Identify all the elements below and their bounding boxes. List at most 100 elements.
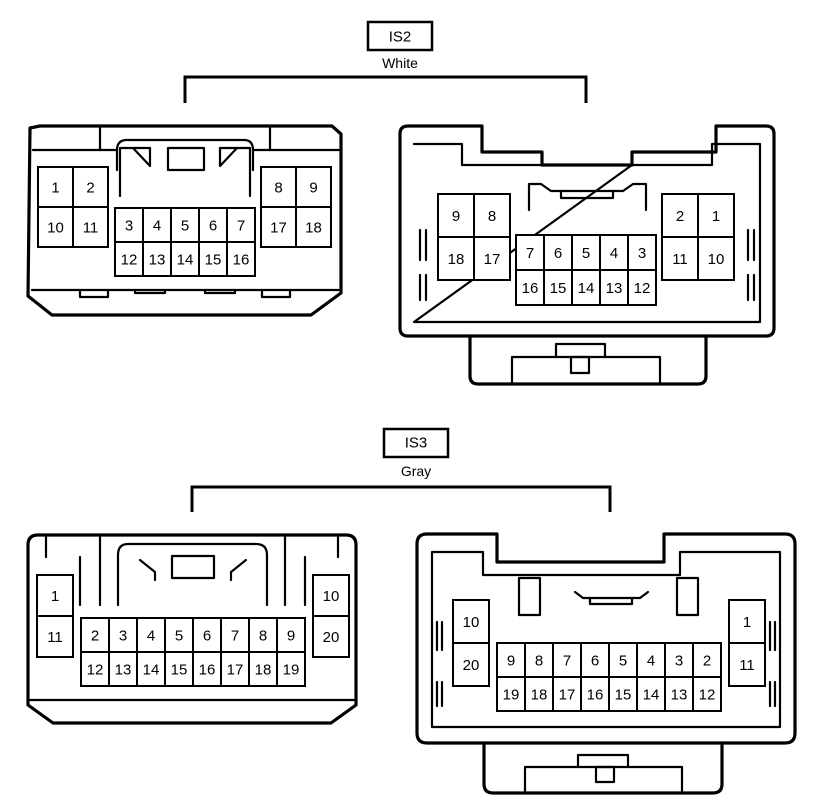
pin-cell xyxy=(524,676,554,712)
pin-number: 2 xyxy=(86,180,94,197)
pin-number: 1 xyxy=(51,588,59,605)
pin-number: 7 xyxy=(231,628,239,645)
is2-label-box xyxy=(366,20,434,52)
is3-bracket xyxy=(190,485,612,512)
pin-number: 19 xyxy=(503,687,520,704)
is3-group: IS3 Gray xyxy=(26,427,797,795)
pin-cell xyxy=(627,269,657,306)
pin-number: 5 xyxy=(175,628,183,645)
is2-color: White xyxy=(382,55,418,71)
pin-number: 6 xyxy=(591,653,599,670)
pin-number: 4 xyxy=(610,245,618,262)
pin-cell xyxy=(198,241,228,277)
pin-number: 13 xyxy=(671,687,688,704)
pin-number: 5 xyxy=(582,245,590,262)
pin-cell xyxy=(108,651,138,687)
pin-cell xyxy=(697,193,735,238)
pin-number: 10 xyxy=(463,614,480,631)
pin-number: 10 xyxy=(47,220,64,237)
pin-number: 2 xyxy=(703,653,711,670)
pin-cell xyxy=(543,269,573,306)
pin-cell xyxy=(580,676,610,712)
pin-cell xyxy=(295,166,332,208)
pin-number: 13 xyxy=(149,252,166,269)
pin-cell xyxy=(295,206,332,248)
pin-number: 8 xyxy=(274,180,282,197)
pin-number: 4 xyxy=(647,653,655,670)
pin-cell xyxy=(515,269,545,306)
pin-cell xyxy=(437,236,475,281)
pin-number: 15 xyxy=(205,252,222,269)
pin-number: 17 xyxy=(559,687,576,704)
pin-number: 16 xyxy=(587,687,604,704)
is2-left-connector xyxy=(26,124,343,317)
pin-number: 6 xyxy=(203,628,211,645)
pin-cell xyxy=(473,193,511,238)
pin-cell xyxy=(226,241,256,277)
is3-right-connector xyxy=(415,532,797,795)
pin-cell xyxy=(276,651,306,687)
pin-number: 11 xyxy=(739,657,755,674)
pin-cell xyxy=(198,207,228,243)
pin-number: 12 xyxy=(87,662,104,679)
pin-cell xyxy=(226,207,256,243)
pin-number: 3 xyxy=(638,245,646,262)
pin-number: 14 xyxy=(143,662,160,679)
pin-number: 10 xyxy=(708,251,725,268)
pin-number: 9 xyxy=(287,628,295,645)
pin-cell xyxy=(248,651,278,687)
pin-cell xyxy=(664,676,694,712)
pin-number: 5 xyxy=(619,653,627,670)
pin-cell xyxy=(170,241,200,277)
pin-number: 8 xyxy=(259,628,267,645)
pin-cell xyxy=(608,676,638,712)
pin-cell xyxy=(627,234,657,271)
pin-number: 4 xyxy=(153,218,161,235)
pin-number: 18 xyxy=(255,662,272,679)
pin-number: 13 xyxy=(606,280,623,297)
pin-number: 7 xyxy=(563,653,571,670)
pin-cell xyxy=(170,207,200,243)
pin-cell xyxy=(220,617,250,653)
pin-number: 20 xyxy=(463,657,480,674)
pin-number: 15 xyxy=(550,280,567,297)
pin-cell xyxy=(452,642,490,687)
pin-number: 11 xyxy=(47,629,63,646)
pin-number: 1 xyxy=(743,614,751,631)
pin-number: 17 xyxy=(484,251,501,268)
pin-number: 2 xyxy=(676,208,684,225)
pin-number: 12 xyxy=(634,280,651,297)
pin-number: 18 xyxy=(531,687,548,704)
pin-number: 14 xyxy=(177,252,194,269)
pin-cell xyxy=(37,206,74,248)
pin-number: 9 xyxy=(507,653,515,670)
pin-number: 6 xyxy=(554,245,562,262)
is3-label-box xyxy=(382,427,450,459)
pin-cell xyxy=(260,206,297,248)
pin-number: 20 xyxy=(323,629,340,646)
pin-number: 2 xyxy=(91,628,99,645)
pin-cell xyxy=(108,617,138,653)
is3-color: Gray xyxy=(401,463,431,479)
pin-cell xyxy=(80,617,110,653)
pin-number: 11 xyxy=(83,220,99,237)
pin-cell xyxy=(312,615,350,658)
pin-number: 1 xyxy=(712,208,720,225)
pin-cell xyxy=(72,206,109,248)
pin-number: 6 xyxy=(209,218,217,235)
pin-cell xyxy=(260,166,297,208)
is2-group: IS2 White xyxy=(26,20,776,386)
pin-number: 7 xyxy=(237,218,245,235)
pin-cell xyxy=(552,642,582,678)
pin-number: 16 xyxy=(522,280,539,297)
pin-number: 5 xyxy=(181,218,189,235)
pin-cell xyxy=(220,651,250,687)
pin-number: 16 xyxy=(199,662,216,679)
pin-number: 3 xyxy=(119,628,127,645)
pin-number: 15 xyxy=(615,687,632,704)
is3-label: IS3 xyxy=(405,435,428,452)
pin-number: 11 xyxy=(672,251,688,268)
pin-cell xyxy=(136,651,166,687)
